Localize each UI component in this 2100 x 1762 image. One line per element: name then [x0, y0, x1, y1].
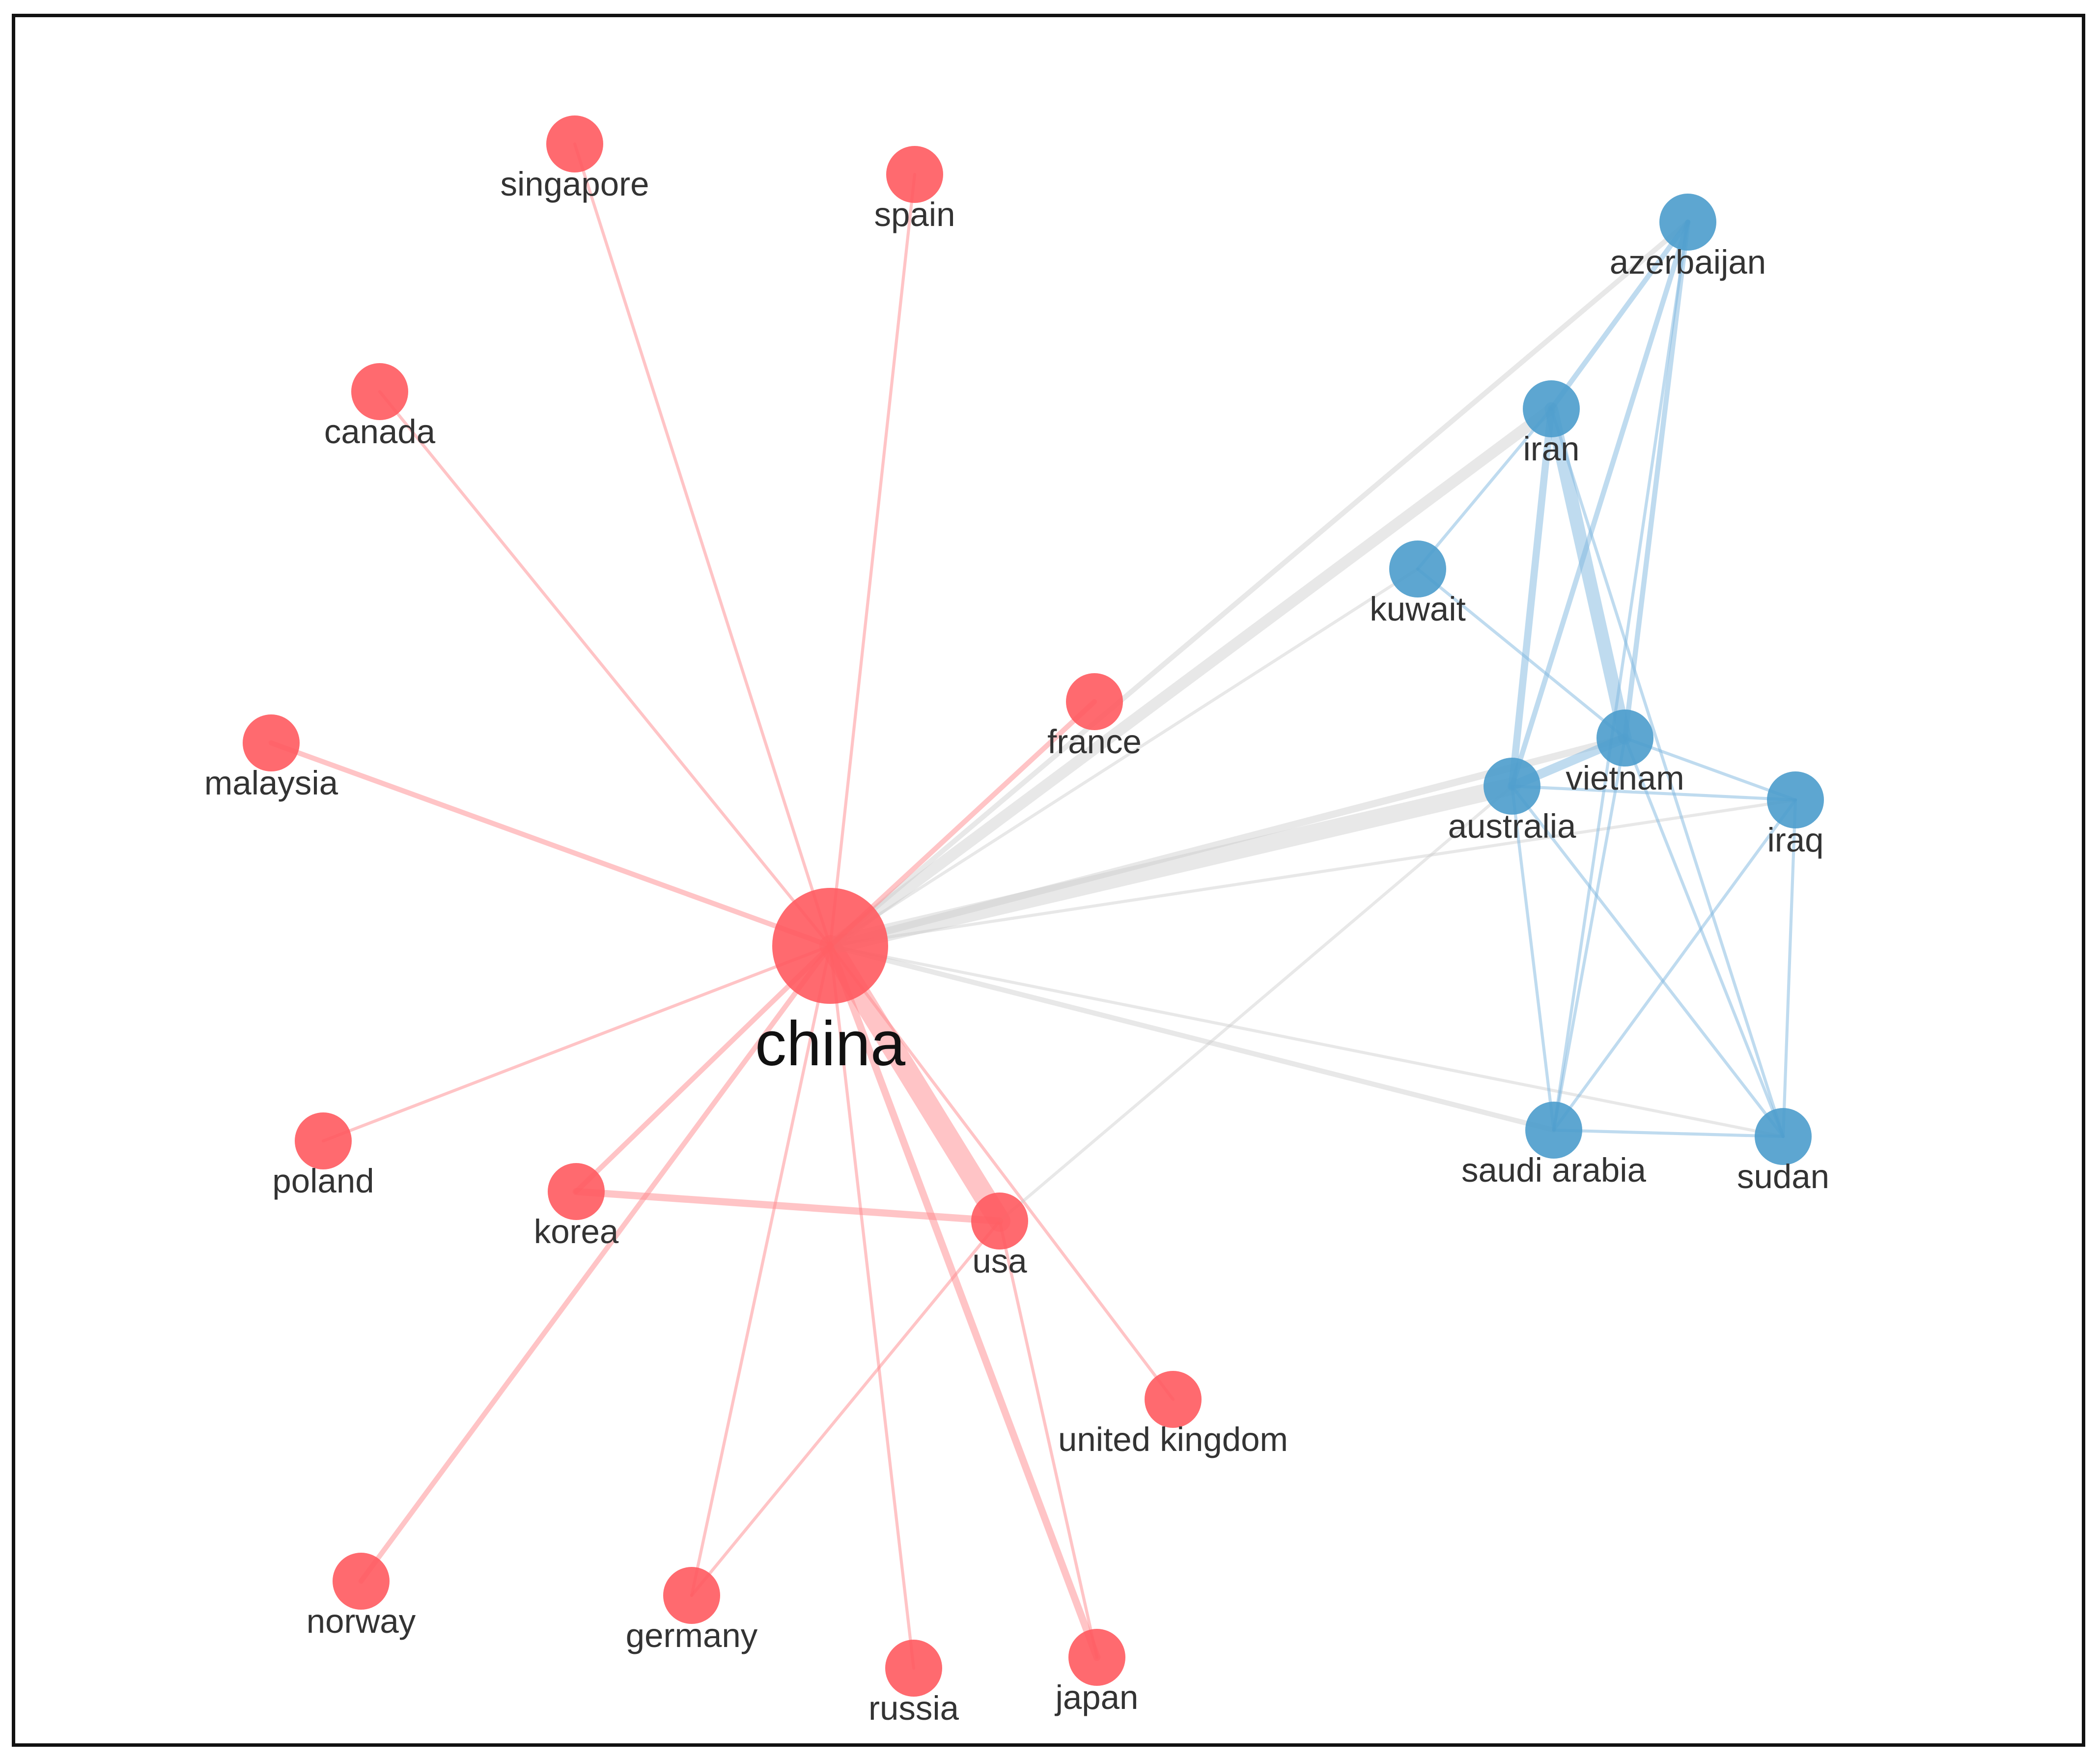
edge-australia-saudi_arabia: [1510, 784, 1556, 1132]
node-label-usa: usa: [972, 1242, 1027, 1280]
edge-china-germany: [690, 944, 832, 1597]
edge-saudi_arabia-sudan: [1552, 1128, 1785, 1138]
node-kuwait[interactable]: [1389, 540, 1446, 597]
node-label-japan: japan: [1055, 1678, 1139, 1716]
node-malaysia[interactable]: [243, 714, 300, 771]
edge-china-japan: [826, 942, 1101, 1661]
node-label-germany: germany: [626, 1617, 758, 1654]
node-china[interactable]: [772, 888, 888, 1004]
edge-azerbaijan-saudi_arabia: [1552, 220, 1690, 1132]
node-label-saudi_arabia: saudi arabia: [1461, 1151, 1647, 1189]
node-label-iran: iran: [1523, 430, 1579, 468]
edge-usa-germany: [690, 1219, 1002, 1597]
edge-china-korea: [573, 943, 833, 1194]
node-russia[interactable]: [885, 1640, 942, 1697]
node-label-sudan: sudan: [1737, 1158, 1829, 1195]
edge-iran-vietnam: [1544, 402, 1632, 745]
node-label-iraq: iraq: [1767, 821, 1823, 859]
node-vietnam[interactable]: [1596, 710, 1653, 767]
node-australia[interactable]: [1484, 758, 1540, 815]
node-sudan[interactable]: [1755, 1108, 1812, 1165]
node-poland[interactable]: [295, 1112, 352, 1169]
node-label-france: france: [1047, 723, 1142, 761]
node-germany[interactable]: [663, 1567, 720, 1624]
edge-iraq-saudi_arabia: [1552, 798, 1797, 1132]
edge-vietnam-iraq: [1623, 736, 1797, 802]
node-saudi_arabia[interactable]: [1525, 1102, 1582, 1159]
edge-iran-azerbaijan: [1548, 219, 1691, 412]
edge-china-iraq: [828, 798, 1797, 948]
edge-kuwait-vietnam: [1416, 567, 1627, 740]
edge-china-norway: [358, 943, 833, 1584]
node-label-russia: russia: [868, 1689, 959, 1727]
nodes-layer: [243, 115, 1824, 1697]
node-label-united_kingdom: united kingdom: [1058, 1421, 1288, 1458]
diagram-frame: [12, 14, 2085, 1747]
edge-vietnam-sudan: [1623, 736, 1785, 1138]
edges-layer: [268, 142, 1797, 1670]
labels-layer: china singapore spain canada malaysia france p…: [204, 165, 1829, 1727]
edge-azerbaijan-vietnam: [1622, 219, 1691, 741]
node-canada[interactable]: [351, 363, 408, 420]
node-azerbaijan[interactable]: [1659, 194, 1716, 251]
edge-china-azerbaijan: [827, 219, 1691, 949]
edge-iran-kuwait: [1416, 407, 1553, 571]
edge-china-france: [827, 699, 1097, 949]
node-united_kingdom[interactable]: [1145, 1371, 1202, 1428]
node-label-china: china: [755, 1009, 906, 1079]
edge-usa-japan: [998, 1219, 1099, 1659]
node-label-australia: australia: [1448, 807, 1576, 845]
edge-korea-usa: [572, 1188, 1004, 1225]
edge-china-sudan: [828, 944, 1785, 1138]
edge-china-saudi_arabia: [827, 943, 1557, 1133]
edge-china-canada: [378, 390, 832, 948]
node-singapore[interactable]: [546, 115, 603, 172]
node-label-kuwait: kuwait: [1370, 590, 1466, 628]
edge-china-russia: [828, 944, 916, 1670]
node-label-azerbaijan: azerbaijan: [1610, 243, 1766, 281]
node-label-singapore: singapore: [500, 165, 649, 203]
node-spain[interactable]: [886, 146, 943, 203]
edge-china-singapore: [573, 142, 832, 948]
edge-iraq-sudan: [1781, 798, 1797, 1138]
node-norway[interactable]: [333, 1553, 390, 1610]
edge-usa-australia: [998, 784, 1514, 1223]
node-label-norway: norway: [307, 1602, 416, 1640]
edge-china-poland: [321, 944, 832, 1143]
node-france[interactable]: [1066, 673, 1123, 730]
edge-china-kuwait: [828, 567, 1420, 948]
node-label-malaysia: malaysia: [204, 764, 338, 802]
edge-china-united_kingdom: [828, 944, 1175, 1401]
node-label-vietnam: vietnam: [1566, 759, 1684, 797]
node-label-poland: poland: [272, 1162, 374, 1200]
node-label-canada: canada: [324, 413, 436, 451]
edge-australia-iraq: [1510, 784, 1797, 802]
node-usa[interactable]: [971, 1193, 1028, 1250]
node-iraq[interactable]: [1767, 771, 1824, 828]
node-japan[interactable]: [1068, 1629, 1125, 1686]
edge-china-malaysia: [268, 740, 833, 949]
node-label-korea: korea: [534, 1213, 619, 1250]
edge-azerbaijan-australia: [1509, 219, 1691, 789]
node-label-spain: spain: [874, 196, 955, 233]
edge-iran-australia: [1508, 405, 1555, 790]
edge-china-iran: [824, 403, 1557, 952]
edge-vietnam-saudi_arabia: [1552, 736, 1627, 1132]
edge-china-spain: [828, 172, 917, 948]
node-iran[interactable]: [1523, 380, 1580, 437]
edge-china-australia: [821, 777, 1521, 955]
edge-australia-sudan: [1510, 784, 1785, 1138]
node-korea[interactable]: [548, 1163, 605, 1220]
